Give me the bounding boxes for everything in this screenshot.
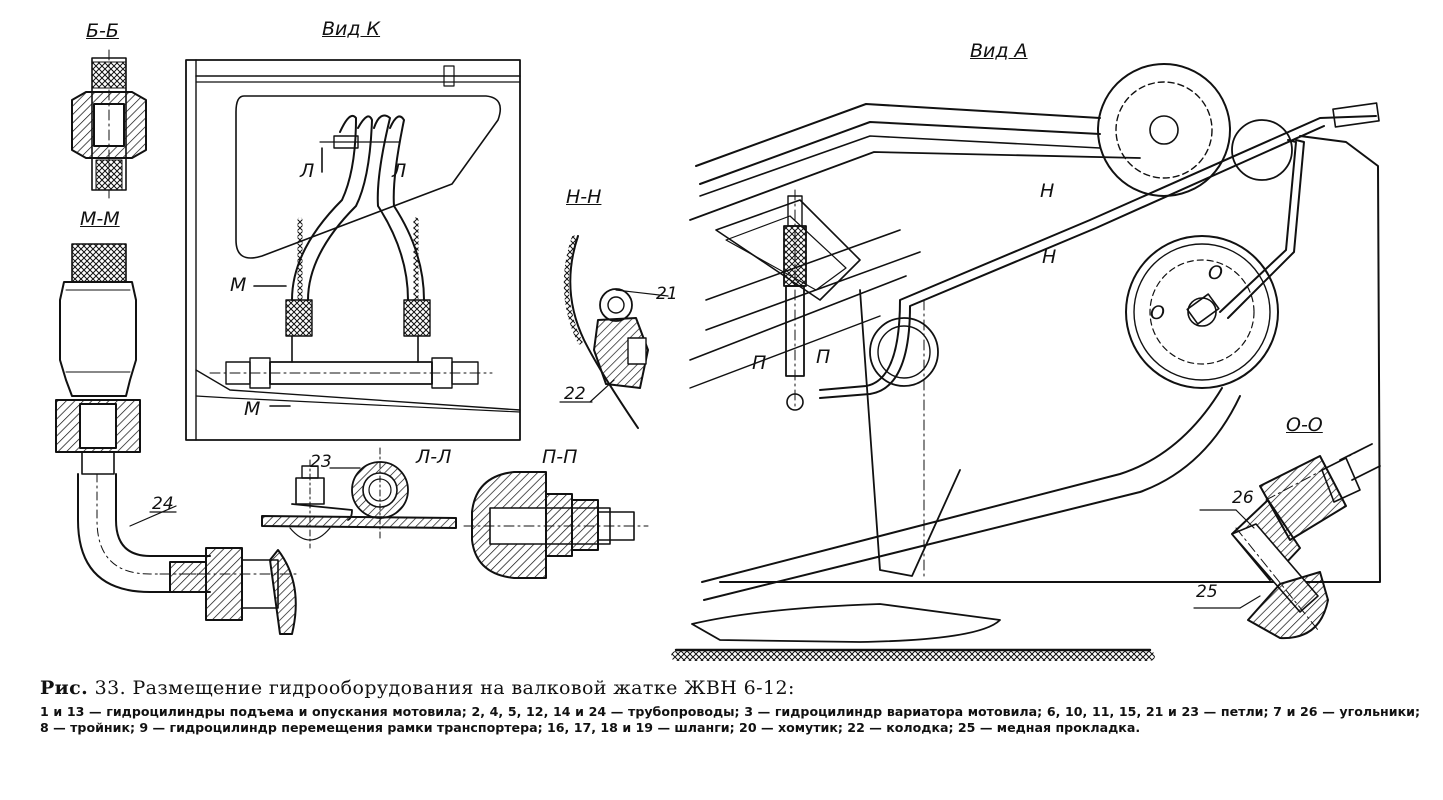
cut-mark-n-upper: Н	[1040, 180, 1055, 202]
callout-24: 24	[152, 494, 174, 514]
callout-26: 26	[1232, 488, 1254, 508]
cut-mark-p-left: П	[752, 352, 767, 374]
caption-title-line: Рис. 33. Размещение гидрооборудования на…	[40, 676, 1420, 700]
section-label-mm: М-М	[80, 208, 120, 230]
section-bb-drawing	[72, 50, 146, 198]
view-a-drawing	[676, 64, 1380, 656]
callout-23: 23	[310, 452, 332, 472]
cut-mark-m-upper: М	[230, 274, 247, 296]
caption-number: 33.	[94, 677, 127, 699]
view-label-k: Вид К	[322, 18, 381, 40]
drawing-canvas	[0, 0, 1443, 672]
cut-mark-l-right: Л	[392, 160, 407, 182]
view-k-drawing	[186, 60, 520, 440]
section-label-oo: О-О	[1286, 414, 1323, 436]
section-mm-drawing	[56, 244, 300, 634]
section-ll-drawing	[262, 448, 456, 548]
cut-mark-o-left: О	[1150, 302, 1165, 324]
figure-caption: Рис. 33. Размещение гидрооборудования на…	[40, 676, 1420, 736]
cut-mark-n-lower: Н	[1042, 246, 1057, 268]
section-label-ll: Л-Л	[416, 446, 452, 468]
caption-prefix: Рис.	[40, 677, 89, 699]
section-pp-drawing	[464, 472, 648, 578]
section-label-bb: Б-Б	[86, 20, 119, 42]
technical-drawing: Б-Б М-М Вид К Н-Н Вид А Л-Л П-П О-О Л Л …	[0, 0, 1443, 672]
section-label-pp: П-П	[542, 446, 578, 468]
section-nn-drawing	[560, 236, 668, 428]
caption-title: Размещение гидрооборудования на валковой…	[132, 677, 795, 699]
cut-mark-m-lower: М	[244, 398, 261, 420]
cut-mark-p-right: П	[816, 346, 831, 368]
view-label-a: Вид А	[970, 40, 1028, 62]
callout-22: 22	[564, 384, 586, 404]
section-oo-drawing	[1194, 444, 1380, 638]
caption-legend: 1 и 13 — гидроцилиндры подъема и опускан…	[40, 704, 1420, 735]
cut-mark-o-right: О	[1208, 262, 1223, 284]
section-label-nn: Н-Н	[566, 186, 602, 208]
callout-25: 25	[1196, 582, 1218, 602]
callout-21: 21	[656, 284, 678, 304]
cut-mark-l-left: Л	[300, 160, 315, 182]
